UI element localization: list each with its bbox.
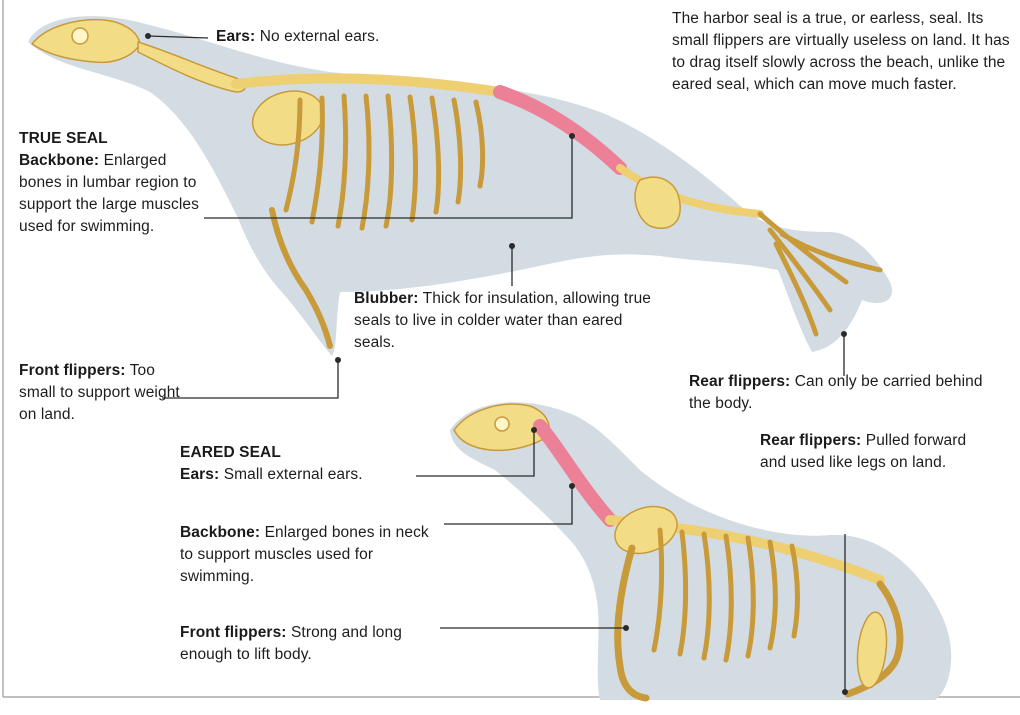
eared-seal-ears-text: Small external ears. [224,466,363,483]
true-seal-rear-flippers-label: Rear flippers: Can only be carried behin… [689,371,989,415]
true-seal-ears-label: Ears: No external ears. [216,26,446,48]
intro-caption: The harbor seal is a true, or earless, s… [672,8,1017,96]
true-seal-backbone-term: Backbone: [19,152,99,169]
leader-true-front-flippers [162,360,338,398]
true-seal-ears-term: Ears: [216,28,255,45]
true-seal-heading: TRUE SEAL [19,128,211,150]
true-seal-front-flippers-label: Front flippers: Too small to support wei… [19,360,183,426]
true-seal-eye-socket [72,28,88,44]
eared-seal-front-flippers-label: Front flippers: Strong and long enough t… [180,622,415,666]
true-seal-backbone-label: TRUE SEAL Backbone: Enlarged bones in lu… [19,128,211,238]
eared-seal-backbone-term: Backbone: [180,524,260,541]
true-seal-front-flippers-term: Front flippers: [19,362,126,379]
eared-seal-rear-flippers-label: Rear flippers: Pulled forward and used l… [760,430,985,474]
eared-seal-ears-term: Ears: [180,466,219,483]
eared-seal-eye-socket [495,417,509,431]
true-seal-rear-flippers-term: Rear flippers: [689,373,790,390]
eared-seal-front-flippers-term: Front flippers: [180,624,287,641]
eared-seal-heading: EARED SEAL [180,442,410,464]
eared-seal-rear-flippers-term: Rear flippers: [760,432,861,449]
eared-seal-ears-label: EARED SEAL Ears: Small external ears. [180,442,410,486]
true-seal-blubber-term: Blubber: [354,290,419,307]
true-seal-blubber-label: Blubber: Thick for insulation, allowing … [354,288,664,354]
eared-seal-backbone-label: Backbone: Enlarged bones in neck to supp… [180,522,430,588]
true-seal-ears-text: No external ears. [260,28,380,45]
